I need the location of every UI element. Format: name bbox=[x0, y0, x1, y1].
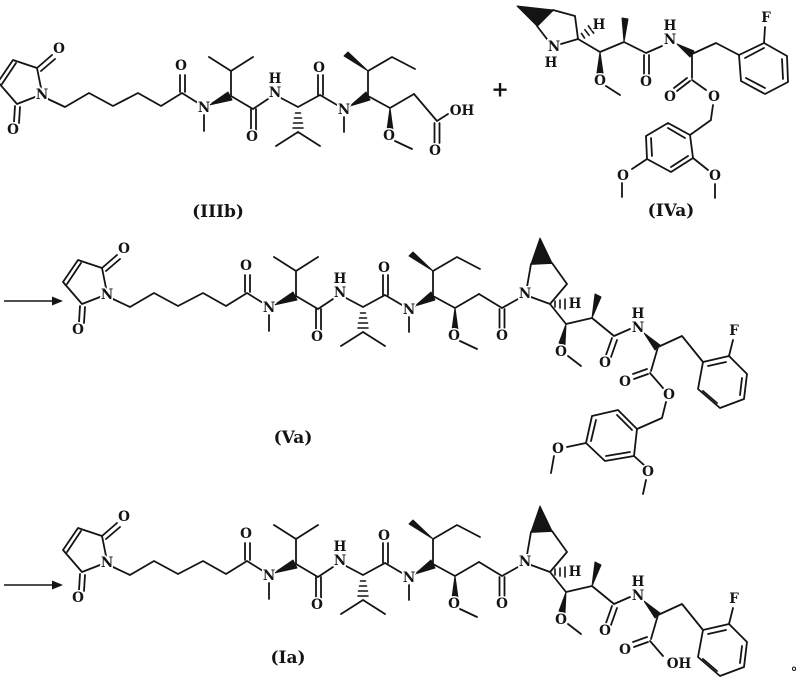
plus-sign: + bbox=[491, 77, 509, 102]
fluorine-atom-label: F bbox=[761, 10, 771, 26]
oxygen-atom-label: O bbox=[429, 143, 441, 159]
hydrogen-atom-label: H bbox=[545, 55, 558, 71]
phe-alpha-stereo-wedge bbox=[676, 43, 695, 58]
oxygen-atom-label: O bbox=[708, 89, 720, 105]
dimethoxyphenyl-inner-double-lines bbox=[650, 127, 689, 168]
degree-mark: ° bbox=[791, 666, 798, 680]
dimethoxyphenyl-ring bbox=[585, 409, 638, 462]
compound-IVa-structure: N H H O O H N F O O O O bbox=[516, 5, 789, 199]
compound-IIIb-label: (IIIb) bbox=[192, 202, 244, 222]
mc-dil-use bbox=[0, 39, 417, 151]
oxygen-atom-label: O bbox=[552, 441, 564, 457]
compound-IIIb-structure: O OH bbox=[0, 39, 476, 161]
arrow-head bbox=[52, 296, 63, 306]
oxygen-atom-label: O bbox=[709, 168, 721, 184]
dap-chain-bonds bbox=[577, 26, 766, 136]
hydrogen-atom-label: H bbox=[593, 17, 606, 33]
oxygen-atom-label: O bbox=[642, 464, 654, 480]
dimethoxyphenyl-inner-double-lines bbox=[590, 414, 633, 457]
reaction-arrow-1 bbox=[4, 296, 63, 306]
oxygen-atom-label: O bbox=[640, 74, 652, 90]
compound-Va-structure: O O O bbox=[63, 238, 747, 495]
compound-Ia-label: (Ia) bbox=[270, 648, 305, 668]
oxygen-atom-label: O bbox=[617, 168, 629, 184]
carboxylic-acid-bonds bbox=[413, 93, 449, 122]
nitrogen-atom-label: N bbox=[548, 39, 560, 55]
compound-Ia-structure: OH bbox=[63, 506, 747, 676]
double-bond-second-lines bbox=[643, 54, 691, 92]
left-arm-use bbox=[63, 506, 747, 676]
nitrogen-atom-label: N bbox=[664, 32, 676, 48]
methoxy-bonds bbox=[621, 157, 716, 199]
hydroxyl-group-label: OH bbox=[667, 656, 692, 672]
oxygen-atom-label: O bbox=[663, 387, 675, 403]
fluorophenyl-ring bbox=[738, 42, 789, 95]
hydrogen-atom-label: H bbox=[664, 18, 677, 34]
oxygen-atom-label: O bbox=[664, 89, 676, 105]
dap-methoxy-stereo-wedge bbox=[596, 51, 604, 74]
left-arm-use bbox=[63, 238, 747, 408]
oxygen-atom-label: O bbox=[594, 73, 606, 89]
ester-benzyl-bonds bbox=[550, 401, 667, 495]
ring-h-hashed-wedge bbox=[580, 25, 595, 39]
compound-IVa-label: (IVa) bbox=[648, 201, 695, 221]
hydroxyl-group-label: OH bbox=[450, 103, 475, 119]
arrow-head bbox=[52, 580, 63, 590]
compound-Va-label: (Va) bbox=[274, 428, 313, 448]
cyclopropane-fused-ring bbox=[516, 5, 554, 27]
dap-methyl-stereo-wedge bbox=[621, 17, 629, 43]
acid-double-bond-lines bbox=[433, 122, 441, 144]
dimethoxyphenyl-ring bbox=[645, 122, 694, 173]
reaction-arrow-2 bbox=[4, 580, 63, 590]
fluorophenyl-inner-double-lines bbox=[744, 47, 784, 89]
